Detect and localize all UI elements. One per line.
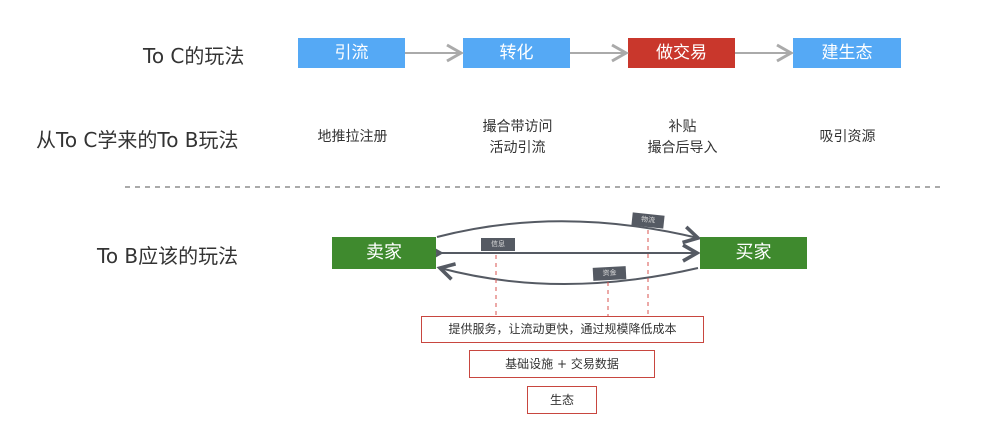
- note-line: 撮合后导入: [647, 140, 718, 156]
- note-subsidy: 补贴撮合后导入: [625, 117, 740, 159]
- to-c-label: To C的玩法: [143, 44, 245, 68]
- step-conversion: 转化: [463, 38, 570, 68]
- seller-box: 卖家: [332, 237, 436, 269]
- flow-arrow-top: [436, 220, 702, 245]
- note-ground-push: 地推拉注册: [300, 127, 405, 148]
- step-traffic: 引流: [298, 38, 405, 68]
- step-transaction: 做交易: [628, 38, 735, 68]
- note-matching: 撮合带访问活动引流: [460, 117, 575, 159]
- to-b-label: To B应该的玩法: [97, 244, 239, 268]
- learned-label: 从To C学来的To B玩法: [36, 128, 239, 152]
- step-ecosystem: 建生态: [793, 38, 901, 68]
- ecosystem-box: 生态: [527, 386, 597, 414]
- note-line: 活动引流: [489, 140, 546, 156]
- note-line: 撮合带访问: [482, 119, 553, 135]
- infrastructure-box: 基础设施 + 交易数据: [469, 350, 655, 378]
- note-line: 补贴: [668, 119, 697, 135]
- buyer-box: 买家: [700, 237, 807, 269]
- flow-arrow-bottom: [436, 262, 699, 285]
- flow-tag-bottom: 资金: [592, 266, 627, 281]
- services-box: 提供服务，让流动更快，通过规模降低成本: [421, 316, 704, 343]
- note-line: 地推拉注册: [317, 129, 388, 145]
- note-line: 吸引资源: [819, 129, 876, 145]
- note-attract-resources: 吸引资源: [790, 127, 905, 148]
- flow-tag-middle: 信息: [481, 238, 515, 251]
